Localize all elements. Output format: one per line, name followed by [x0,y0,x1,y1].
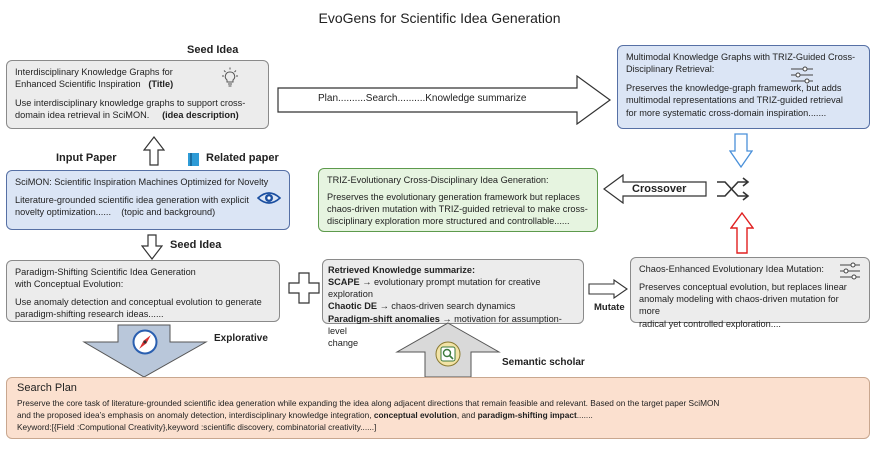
blue-down-arrow [729,133,753,169]
plan-arrow-text: Plan..........Search..........Knowledge … [318,93,527,104]
shuffle-icon [717,177,750,201]
seed-idea-title-line2: Enhanced Scientific Inspiration [15,79,141,90]
triz-desc-line2: chaos-driven mutation with TRIZ-guided r… [327,204,588,215]
explorative-label: Explorative [214,333,268,344]
mutate-label: Mutate [594,302,625,313]
related-paper-label: Related paper [206,152,279,164]
multimodal-desc-line1: Preserves the knowledge-graph framework,… [626,83,842,94]
triz-desc-line3: disciplinary exploration more structured… [327,216,570,227]
search-plan-line2e: ....... [576,410,593,420]
retrieved-heading: Retrieved Knowledge summarize: [328,265,476,275]
item-paradigm-cont: change [328,337,359,348]
item-paradigm-text: → motivation for assumption-level [328,313,562,336]
scimon-box: SciMON: Scientific Inspiration Machines … [6,170,290,230]
item-scape-key: SCAPE [328,277,360,288]
multimodal-desc-line2: multimodal representations and TRIZ-guid… [626,95,843,106]
sliders-icon [791,66,813,84]
eye-icon [257,192,281,204]
retrieved-knowledge-box: Retrieved Knowledge summarize: SCAPE → e… [322,259,584,348]
paradigm-desc-line1: Use anomaly detection and conceptual evo… [15,297,262,308]
paradigm-box: Paradigm-Shifting Scientific Idea Genera… [6,260,280,322]
triz-box: TRIZ-Evolutionary Cross-Disciplinary Ide… [318,168,598,232]
chaos-desc-line3: radical yet controlled exploration.... [639,318,781,329]
search-plan-line2c: , and [456,410,478,420]
topic-background-tag: (topic and background) [121,207,216,218]
input-paper-label: Input Paper [56,152,117,164]
book-icon [188,153,199,166]
semantic-scholar-label: Semantic scholar [502,357,585,368]
search-plan-heading: Search Plan [17,382,77,394]
title-tag: (Title) [148,79,174,90]
crossover-arrow [603,174,707,204]
multimodal-kg-box: Multimodal Knowledge Graphs with TRIZ-Gu… [617,45,870,129]
item-chaotic-text: → chaos-driven search dynamics [377,301,516,312]
triz-title: TRIZ-Evolutionary Cross-Disciplinary Ide… [327,175,549,185]
mutate-arrow [588,279,628,299]
lightbulb-icon [222,67,238,87]
chaos-title: Chaos-Enhanced Evolutionary Idea Mutatio… [639,264,824,274]
seed-idea-desc-line1: Use interdisciplinary knowledge graphs t… [15,98,246,109]
paradigm-title-line1: Paradigm-Shifting Scientific Idea Genera… [15,267,196,277]
item-chaotic-key: Chaotic DE [328,301,378,312]
search-plan-box: Search Plan Preserve the core task of li… [6,377,870,439]
item-paradigm-key: Paradigm-shift anomalies [328,313,440,324]
seed-idea-title-line1: Interdisciplinary Knowledge Graphs for [15,67,173,77]
scimon-desc-line1: Literature-grounded scientific idea gene… [15,195,249,206]
red-up-arrow [730,212,754,254]
crossover-label: Crossover [632,183,687,195]
search-plan-line2d: paradigm-shifting impact [477,410,577,420]
chaos-box: Chaos-Enhanced Evolutionary Idea Mutatio… [630,257,870,329]
chaos-desc-line2: anomaly modeling with chaos-driven mutat… [639,294,839,317]
triz-desc-line1: Preserves the evolutionary generation fr… [327,192,580,203]
search-plan-keywords: Keyword:[{Field :Computional Creativity}… [17,421,377,432]
seed-idea-desc-line2: domain idea retrieval in SciMON. [15,110,150,121]
idea-description-tag: (idea description) [162,110,239,121]
search-plan-line2a: and the proposed idea’s emphasis on anom… [17,410,374,420]
diagram-title: EvoGens for Scientific Idea Generation [318,10,561,26]
seed-idea-label: Seed Idea [187,44,239,56]
sliders-icon [840,262,860,280]
search-plan-line2b: conceptual evolution [373,410,457,420]
plan-arrow [277,75,612,125]
seed-idea-box: Interdisciplinary Knowledge Graphs for E… [6,60,269,129]
chaos-desc-line1: Preserves conceptual evolution, but repl… [639,282,847,293]
paradigm-title-line2: with Conceptual Evolution: [15,279,124,290]
multimodal-desc-line3: for more systematic cross-domain inspira… [626,107,827,118]
scimon-title: SciMON: Scientific Inspiration Machines … [15,177,269,187]
search-icon [435,341,461,367]
up-arrow [143,136,165,166]
compass-icon [132,329,158,355]
scimon-desc-line2: novelty optimization...... [15,207,112,218]
seed-idea-label-2: Seed Idea [170,239,222,251]
down-arrow [141,234,163,260]
plus-symbol [288,272,320,304]
multimodal-title-line2: Disciplinary Retrieval: [626,64,715,75]
multimodal-title-line1: Multimodal Knowledge Graphs with TRIZ-Gu… [626,52,856,62]
paradigm-desc-line2: paradigm-shifting research ideas...... [15,309,164,320]
item-scape-text: → evolutionary prompt mutation for creat… [328,277,541,300]
search-plan-line1: Preserve the core task of literature-gro… [17,398,720,409]
